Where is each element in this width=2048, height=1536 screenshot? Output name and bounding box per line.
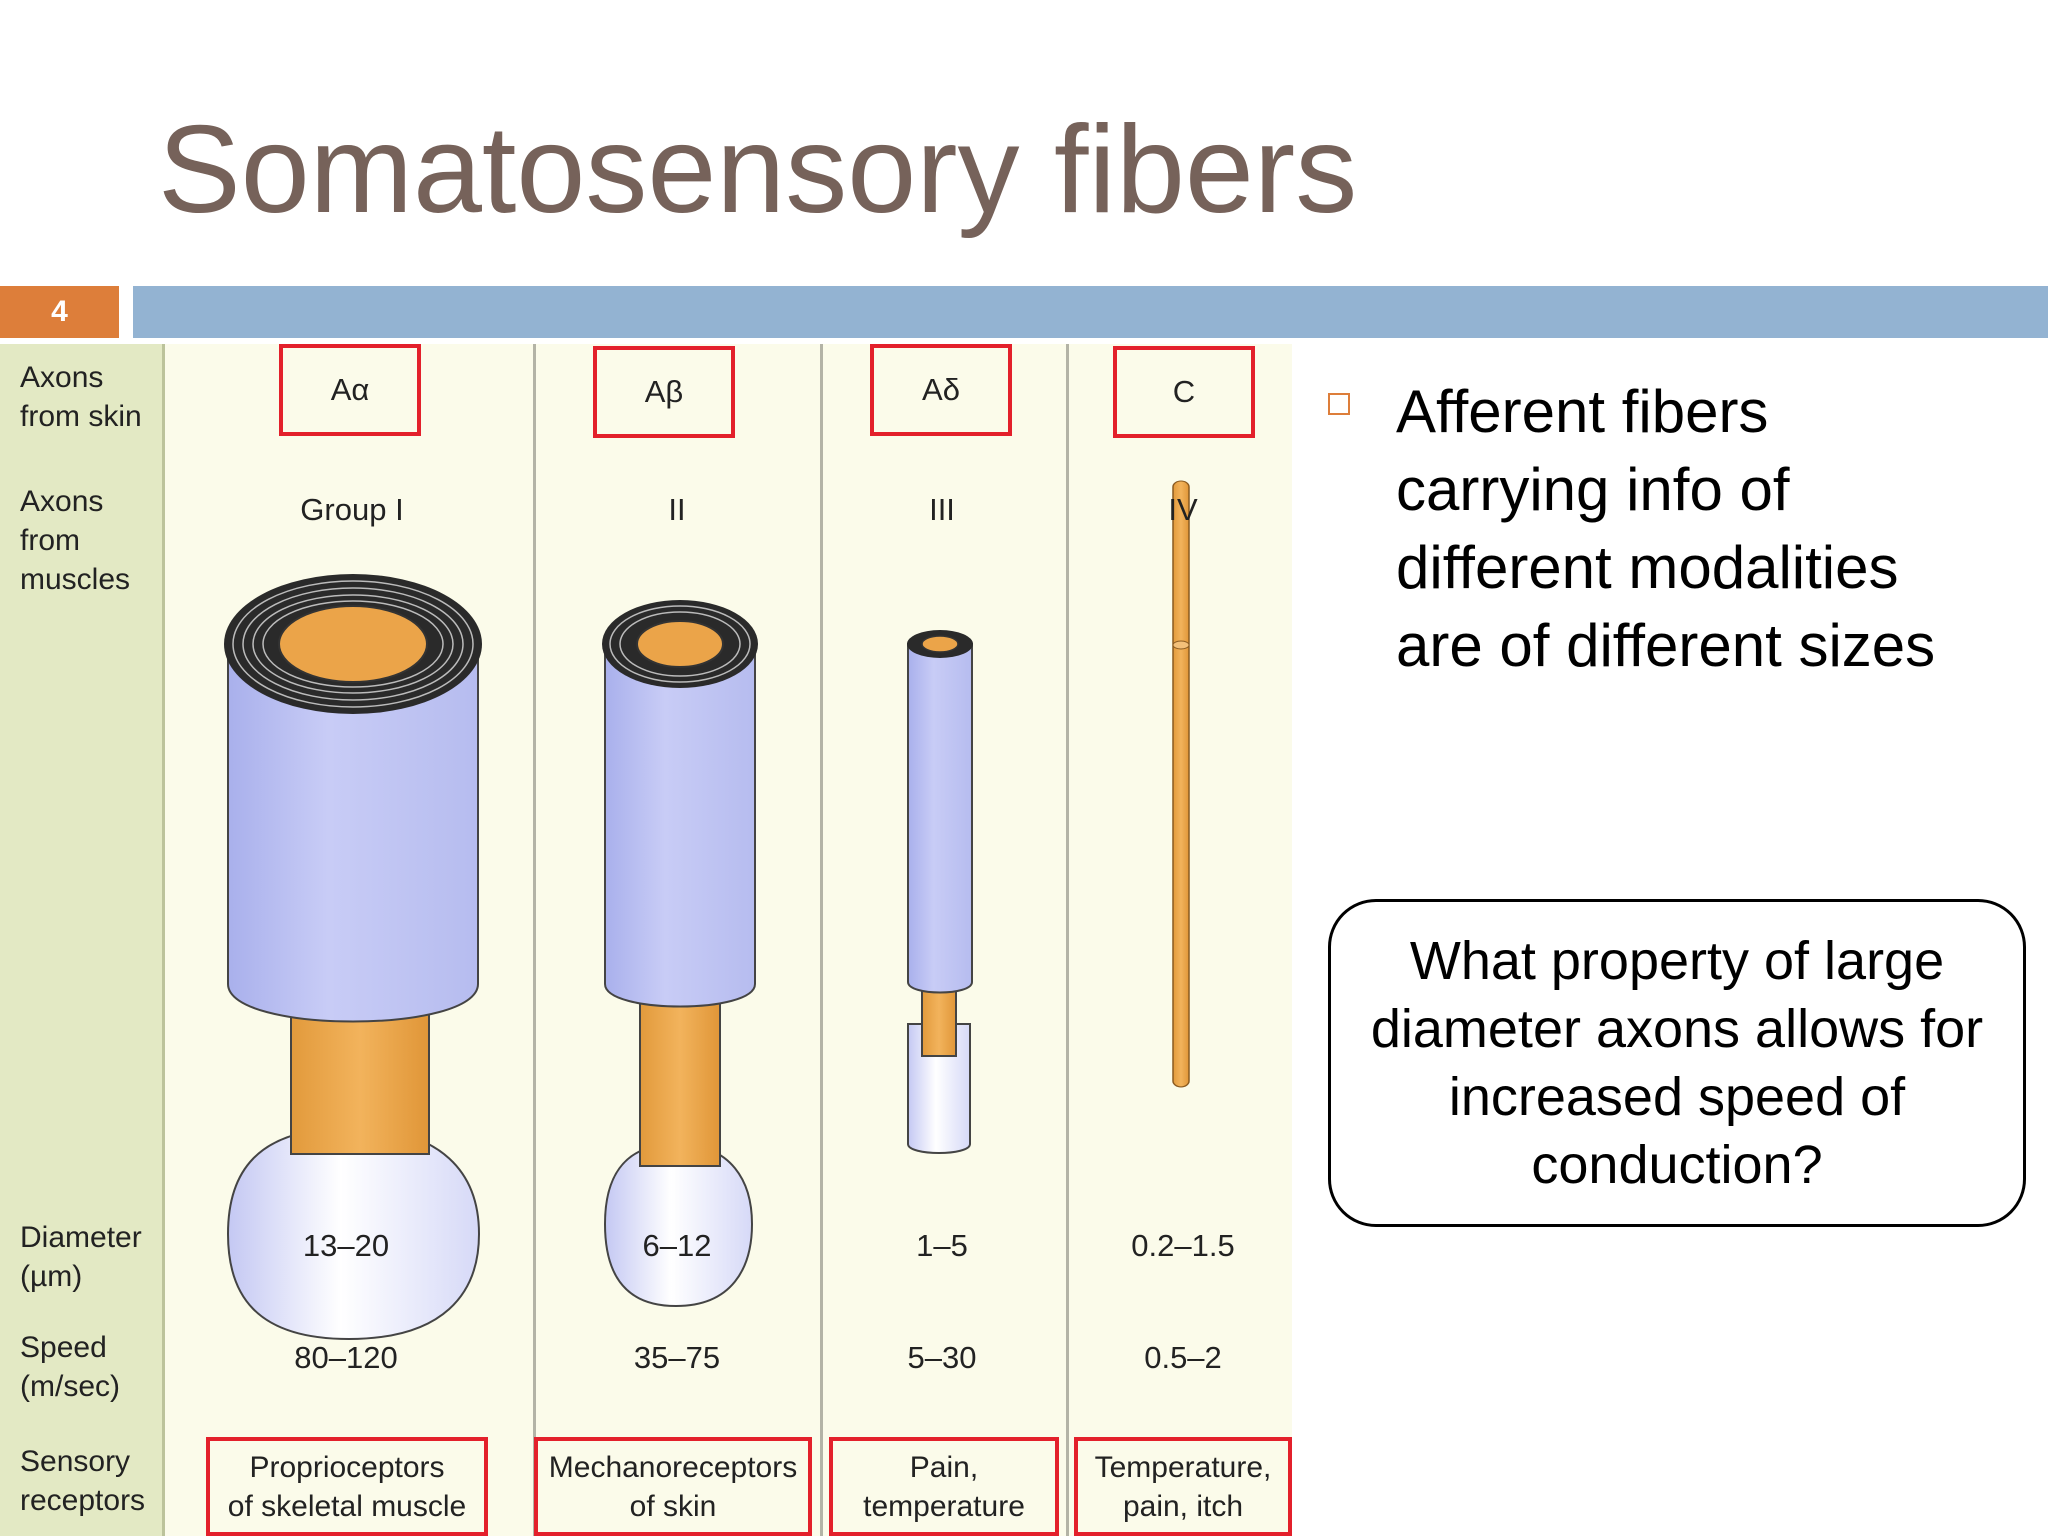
row-label-axons-skin: Axons from skin [20, 361, 142, 433]
a-delta-fiber-illustration [907, 630, 973, 1154]
slide-title: Somatosensory fibers [158, 101, 1358, 239]
axon-illustrations [224, 480, 1190, 1341]
receptor-box: Proprioceptors of skeletal muscle [206, 1437, 488, 1536]
column-divider [533, 344, 536, 1536]
speed-value: 35–75 [633, 1340, 721, 1375]
slide-number: 4 [0, 286, 119, 338]
speed-value: 0.5–2 [1144, 1340, 1222, 1375]
row-label-axons-muscles: Axons from muscles [20, 485, 131, 596]
column-divider [1066, 344, 1069, 1536]
row-label-speed: Speed (m/sec) [20, 1331, 120, 1403]
diameter-value: 0.2–1.5 [1131, 1228, 1235, 1263]
muscle-group-label: Group I [300, 492, 404, 527]
a-beta-fiber-illustration [602, 600, 758, 1308]
speed-value: 5–30 [907, 1340, 977, 1375]
title-divider-bar [133, 286, 2048, 338]
fiber-comparison-figure: Axons from skin Axons from muscles Diame… [0, 344, 1292, 1536]
fiber-class-box: Aδ [870, 344, 1012, 436]
fiber-class-box: C [1113, 346, 1255, 438]
row-labels-column: Axons from skin Axons from muscles Diame… [0, 344, 165, 1536]
bullet-text: Afferent fibers carrying info of differe… [1396, 378, 1936, 679]
receptor-box: Pain, temperature [829, 1437, 1059, 1536]
fiber-class-box: Aα [279, 344, 421, 436]
muscle-group-label: IV [1168, 492, 1198, 527]
c-fiber-illustration [1172, 480, 1190, 1088]
muscle-group-label: II [668, 492, 686, 527]
fiber-class-box: Aβ [593, 346, 735, 438]
a-alpha-fiber-illustration [224, 574, 482, 1341]
speed-value: 80–120 [294, 1340, 398, 1375]
question-callout: What property of large diameter axons al… [1328, 899, 2026, 1227]
receptor-box: Temperature, pain, itch [1074, 1437, 1292, 1536]
receptor-box: Mechanoreceptors of skin [534, 1437, 812, 1536]
diameter-value: 6–12 [642, 1228, 712, 1263]
bullet-square-icon [1328, 393, 1350, 415]
row-label-diameter: Diameter (µm) [20, 1221, 142, 1293]
row-label-receptors: Sensory receptors [20, 1445, 146, 1517]
diameter-value: 13–20 [302, 1228, 390, 1263]
column-divider [820, 344, 823, 1536]
diameter-value: 1–5 [916, 1228, 968, 1263]
muscle-group-label: III [929, 492, 955, 527]
